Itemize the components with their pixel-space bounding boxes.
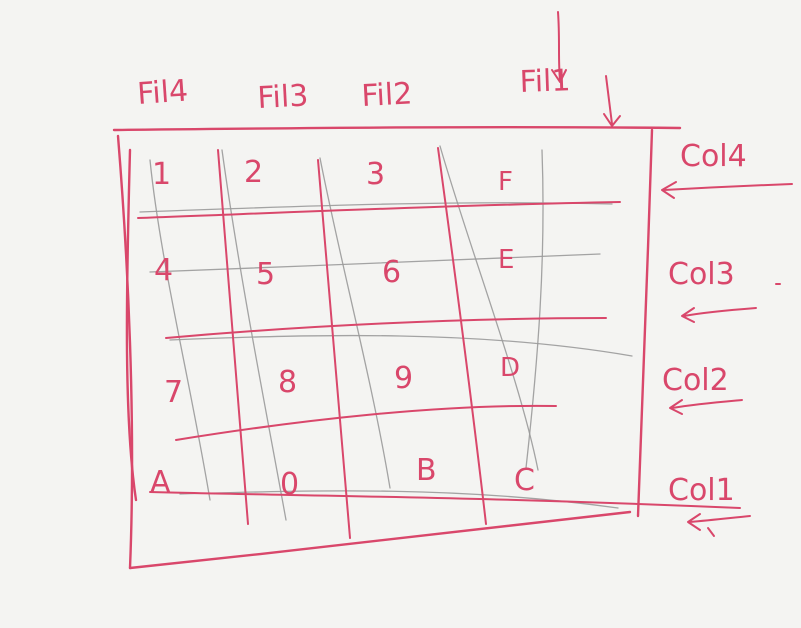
down-arrow-icon (551, 11, 621, 127)
side-label-col3: Col3 (668, 257, 735, 292)
grid-col-line-3 (437, 147, 487, 525)
red-grid (112, 125, 741, 570)
cell-r1-c2: 2 (244, 155, 263, 190)
col1-arrow-icon (687, 513, 751, 531)
cell-r3-c4: D (500, 353, 520, 383)
grid-top-border (112, 125, 682, 132)
col2-arrow-icon (669, 399, 743, 415)
grid-col-line-2 (317, 159, 351, 539)
pencil-row-line-2 (149, 253, 601, 273)
down-arrow-shaft (557, 11, 561, 81)
col4-arrow-icon (661, 181, 793, 199)
short-down-arrow (603, 75, 621, 127)
cell-r2-c4: E (498, 245, 514, 275)
cell-r4-c4: C (514, 463, 535, 498)
top-label-fil1: Fil1 (519, 63, 571, 100)
pencil-col-line-2 (221, 149, 287, 521)
pencil-row-line-3 (169, 334, 633, 357)
cell-r4-c3: B (416, 453, 437, 488)
side-label-col1: Col1 (668, 473, 735, 508)
cell-r1-c1: 1 (152, 157, 171, 192)
col3-arrow-icon (681, 307, 757, 323)
pencil-col-line-5 (525, 149, 544, 469)
side-label-col2: Col2 (662, 363, 729, 398)
top-label-fil2: Fil2 (361, 76, 414, 114)
cell-r4-c1: A (150, 465, 171, 500)
top-label-fil4: Fil4 (136, 74, 189, 112)
cell-r2-c3: 6 (382, 255, 401, 290)
pencil-col-line-4 (439, 145, 539, 471)
grid-row-line-2 (165, 317, 607, 339)
grid-bottom-border (128, 510, 632, 570)
grid-row-line-1 (137, 201, 621, 219)
pencil-col-line-1 (149, 159, 211, 501)
cell-r1-c3: 3 (366, 157, 385, 192)
pencil-grid (139, 145, 633, 521)
cell-r3-c3: 9 (394, 361, 413, 396)
cell-r4-c2: 0 (280, 467, 299, 502)
grid-left-inner-border (125, 148, 138, 502)
grid-left-border (116, 134, 134, 570)
grid-row-line-4 (149, 491, 741, 509)
side-labels: Col4 Col3 Col2 Col1 (661, 139, 793, 537)
top-labels: Fil4 Fil3 Fil2 Fil1 (136, 63, 571, 116)
pencil-col-line-3 (319, 157, 391, 489)
grid-cells: 1 2 3 F 4 5 6 E 7 8 9 D A 0 B C (150, 155, 535, 502)
cell-r2-c2: 5 (256, 257, 275, 292)
cell-r1-c4: F (498, 167, 513, 197)
grid-right-border (636, 128, 654, 518)
side-label-col4: Col4 (680, 139, 747, 174)
grid-row-line-3 (175, 404, 557, 441)
down-arrow-head (551, 69, 567, 83)
cell-r2-c1: 4 (154, 253, 173, 288)
col1-arrow-tail (707, 527, 715, 537)
top-label-fil3: Fil3 (257, 78, 310, 116)
cell-r3-c2: 8 (278, 365, 297, 400)
cell-r3-c1: 7 (164, 375, 183, 410)
grid-col-line-1 (217, 149, 249, 525)
